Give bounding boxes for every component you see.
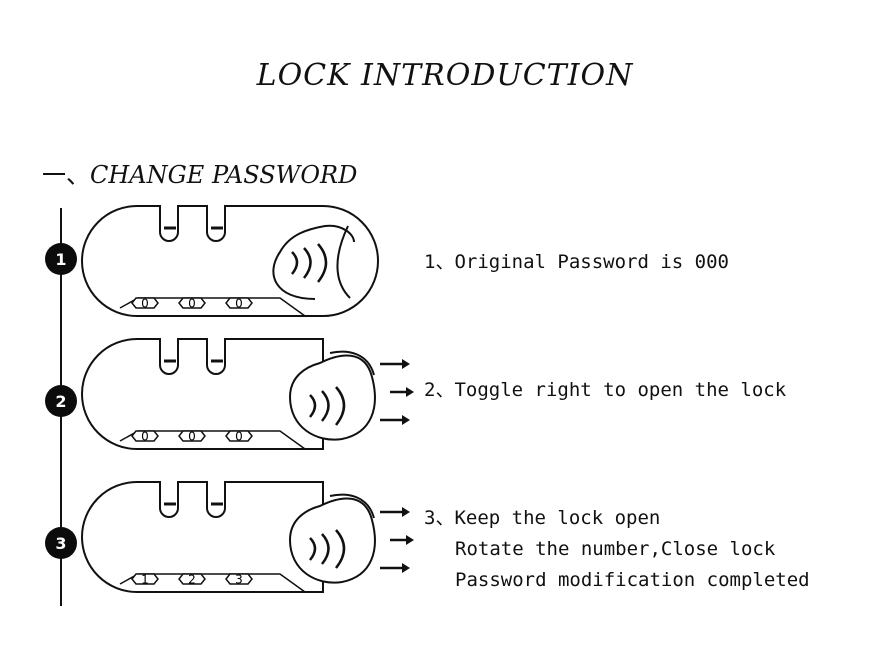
dial-digit: 0 bbox=[141, 430, 149, 444]
dial-digit: 0 bbox=[188, 430, 196, 444]
step-2-badge: 2 bbox=[45, 385, 77, 417]
step-3-lock: 1 2 3 bbox=[80, 480, 380, 594]
dial-digit: 0 bbox=[141, 297, 149, 311]
step-3-arrows bbox=[376, 500, 416, 580]
step-2-text: 2、Toggle right to open the lock bbox=[424, 375, 786, 406]
step-1-lock: 0 0 0 bbox=[80, 204, 380, 318]
step-1-badge: 1 bbox=[45, 243, 77, 275]
lock-closed-illustration: 0 0 0 bbox=[81, 205, 379, 317]
arrow-right-icon bbox=[380, 507, 410, 517]
step-1-text: 1、Original Password is 000 bbox=[424, 247, 729, 278]
arrow-right-icon bbox=[390, 535, 414, 545]
section-heading: 一、CHANGE PASSWORD bbox=[42, 155, 357, 190]
step-3-line-3: Password modification completed bbox=[455, 569, 810, 591]
arrow-right-icon bbox=[380, 415, 410, 425]
section-prefix: 一、 bbox=[42, 161, 90, 189]
dial-digit: 3 bbox=[235, 573, 243, 587]
arrow-right-icon bbox=[380, 359, 410, 369]
section-label: CHANGE PASSWORD bbox=[90, 161, 358, 189]
lock-open-illustration: 1 2 3 bbox=[81, 481, 376, 593]
dial-digit: 1 bbox=[141, 573, 149, 587]
step-3-line-1: 3、Keep the lock open bbox=[424, 507, 661, 529]
arrow-right-icon bbox=[390, 387, 414, 397]
step-1-line: 1、Original Password is 000 bbox=[424, 251, 729, 273]
dial-digit: 2 bbox=[188, 573, 196, 587]
step-2-lock: 0 0 0 bbox=[80, 337, 380, 451]
step-2-arrows bbox=[376, 352, 416, 432]
dial-digit: 0 bbox=[235, 297, 243, 311]
dial-digit: 0 bbox=[235, 430, 243, 444]
lock-open-illustration: 0 0 0 bbox=[81, 338, 376, 450]
step-3-text: 3、Keep the lock open Rotate the number,C… bbox=[424, 503, 810, 596]
dial-digit: 0 bbox=[188, 297, 196, 311]
step-3-badge: 3 bbox=[45, 527, 77, 559]
arrow-right-icon bbox=[380, 563, 410, 573]
page-title: LOCK INTRODUCTION bbox=[256, 58, 634, 93]
step-3-line-2: Rotate the number,Close lock bbox=[455, 538, 776, 560]
step-2-line: 2、Toggle right to open the lock bbox=[424, 379, 787, 401]
